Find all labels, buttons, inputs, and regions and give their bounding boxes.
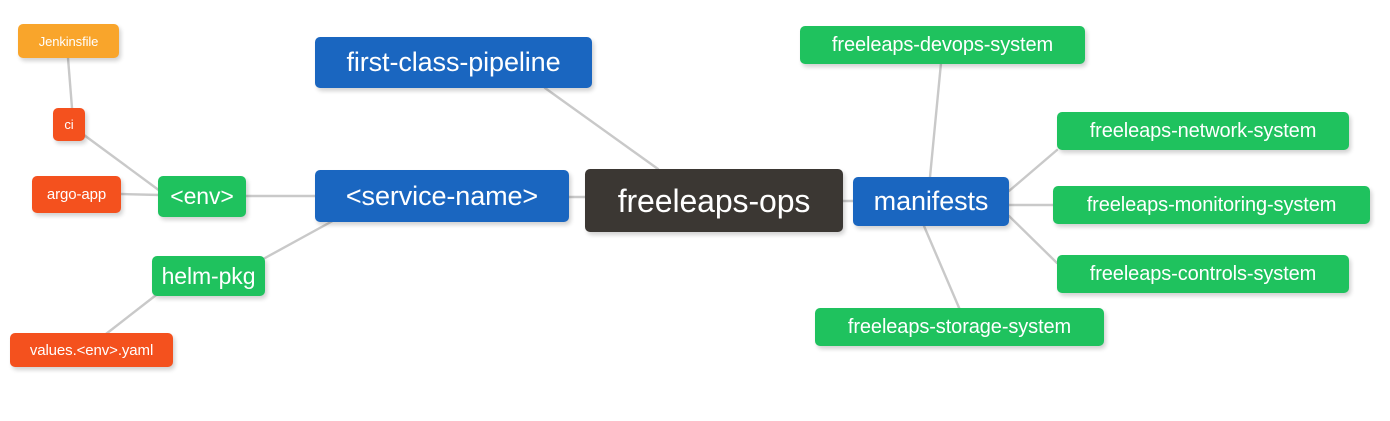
node-freeleaps-monitoring-system[interactable]: freeleaps-monitoring-system <box>1053 186 1370 224</box>
edge-manifests-controls <box>1007 214 1059 265</box>
edge-manifests-storage <box>922 224 962 312</box>
node-freeleaps-devops-system-label: freeleaps-devops-system <box>831 34 1054 56</box>
node-service-name-label: <service-name> <box>345 180 539 211</box>
node-freeleaps-devops-system[interactable]: freeleaps-devops-system <box>800 26 1085 64</box>
node-argo-app-label: argo-app <box>46 186 107 203</box>
node-jenkinsfile[interactable]: Jenkinsfile <box>18 24 119 58</box>
edge-manifests-network <box>1007 148 1059 193</box>
edge-jenkinsfile-ci <box>66 56 74 110</box>
edge-valuesyaml-helmpkg <box>104 290 162 336</box>
node-freeleaps-controls-system[interactable]: freeleaps-controls-system <box>1057 255 1349 293</box>
node-helm-pkg-label: helm-pkg <box>161 262 256 289</box>
node-freeleaps-controls-system-label: freeleaps-controls-system <box>1089 263 1317 285</box>
node-freeleaps-network-system[interactable]: freeleaps-network-system <box>1057 112 1349 150</box>
edge-helmpkg-servicename <box>263 216 340 260</box>
edge-argoapp-env <box>119 192 162 197</box>
node-root-label: freeleaps-ops <box>617 182 811 219</box>
node-root-freeleaps-ops[interactable]: freeleaps-ops <box>585 169 843 232</box>
node-freeleaps-monitoring-system-label: freeleaps-monitoring-system <box>1086 194 1337 216</box>
node-ci-label: ci <box>64 117 74 132</box>
node-service-name[interactable]: <service-name> <box>315 170 569 222</box>
node-freeleaps-storage-system[interactable]: freeleaps-storage-system <box>815 308 1104 346</box>
edge-manifests-devops <box>928 61 943 179</box>
node-env-label: <env> <box>170 183 234 209</box>
node-values-yaml[interactable]: values.<env>.yaml <box>10 333 173 367</box>
node-freeleaps-storage-system-label: freeleaps-storage-system <box>847 316 1072 338</box>
node-manifests[interactable]: manifests <box>853 177 1009 226</box>
node-ci[interactable]: ci <box>53 108 85 141</box>
node-values-yaml-label: values.<env>.yaml <box>29 341 154 359</box>
node-helm-pkg[interactable]: helm-pkg <box>152 256 265 296</box>
edge-firstclasspipeline-root <box>543 86 660 171</box>
node-manifests-label: manifests <box>873 186 989 216</box>
node-argo-app[interactable]: argo-app <box>32 176 121 213</box>
node-first-class-pipeline-label: first-class-pipeline <box>346 47 561 77</box>
node-freeleaps-network-system-label: freeleaps-network-system <box>1089 120 1317 142</box>
node-jenkinsfile-label: Jenkinsfile <box>38 33 99 49</box>
node-env[interactable]: <env> <box>158 176 246 217</box>
node-first-class-pipeline[interactable]: first-class-pipeline <box>315 37 592 88</box>
